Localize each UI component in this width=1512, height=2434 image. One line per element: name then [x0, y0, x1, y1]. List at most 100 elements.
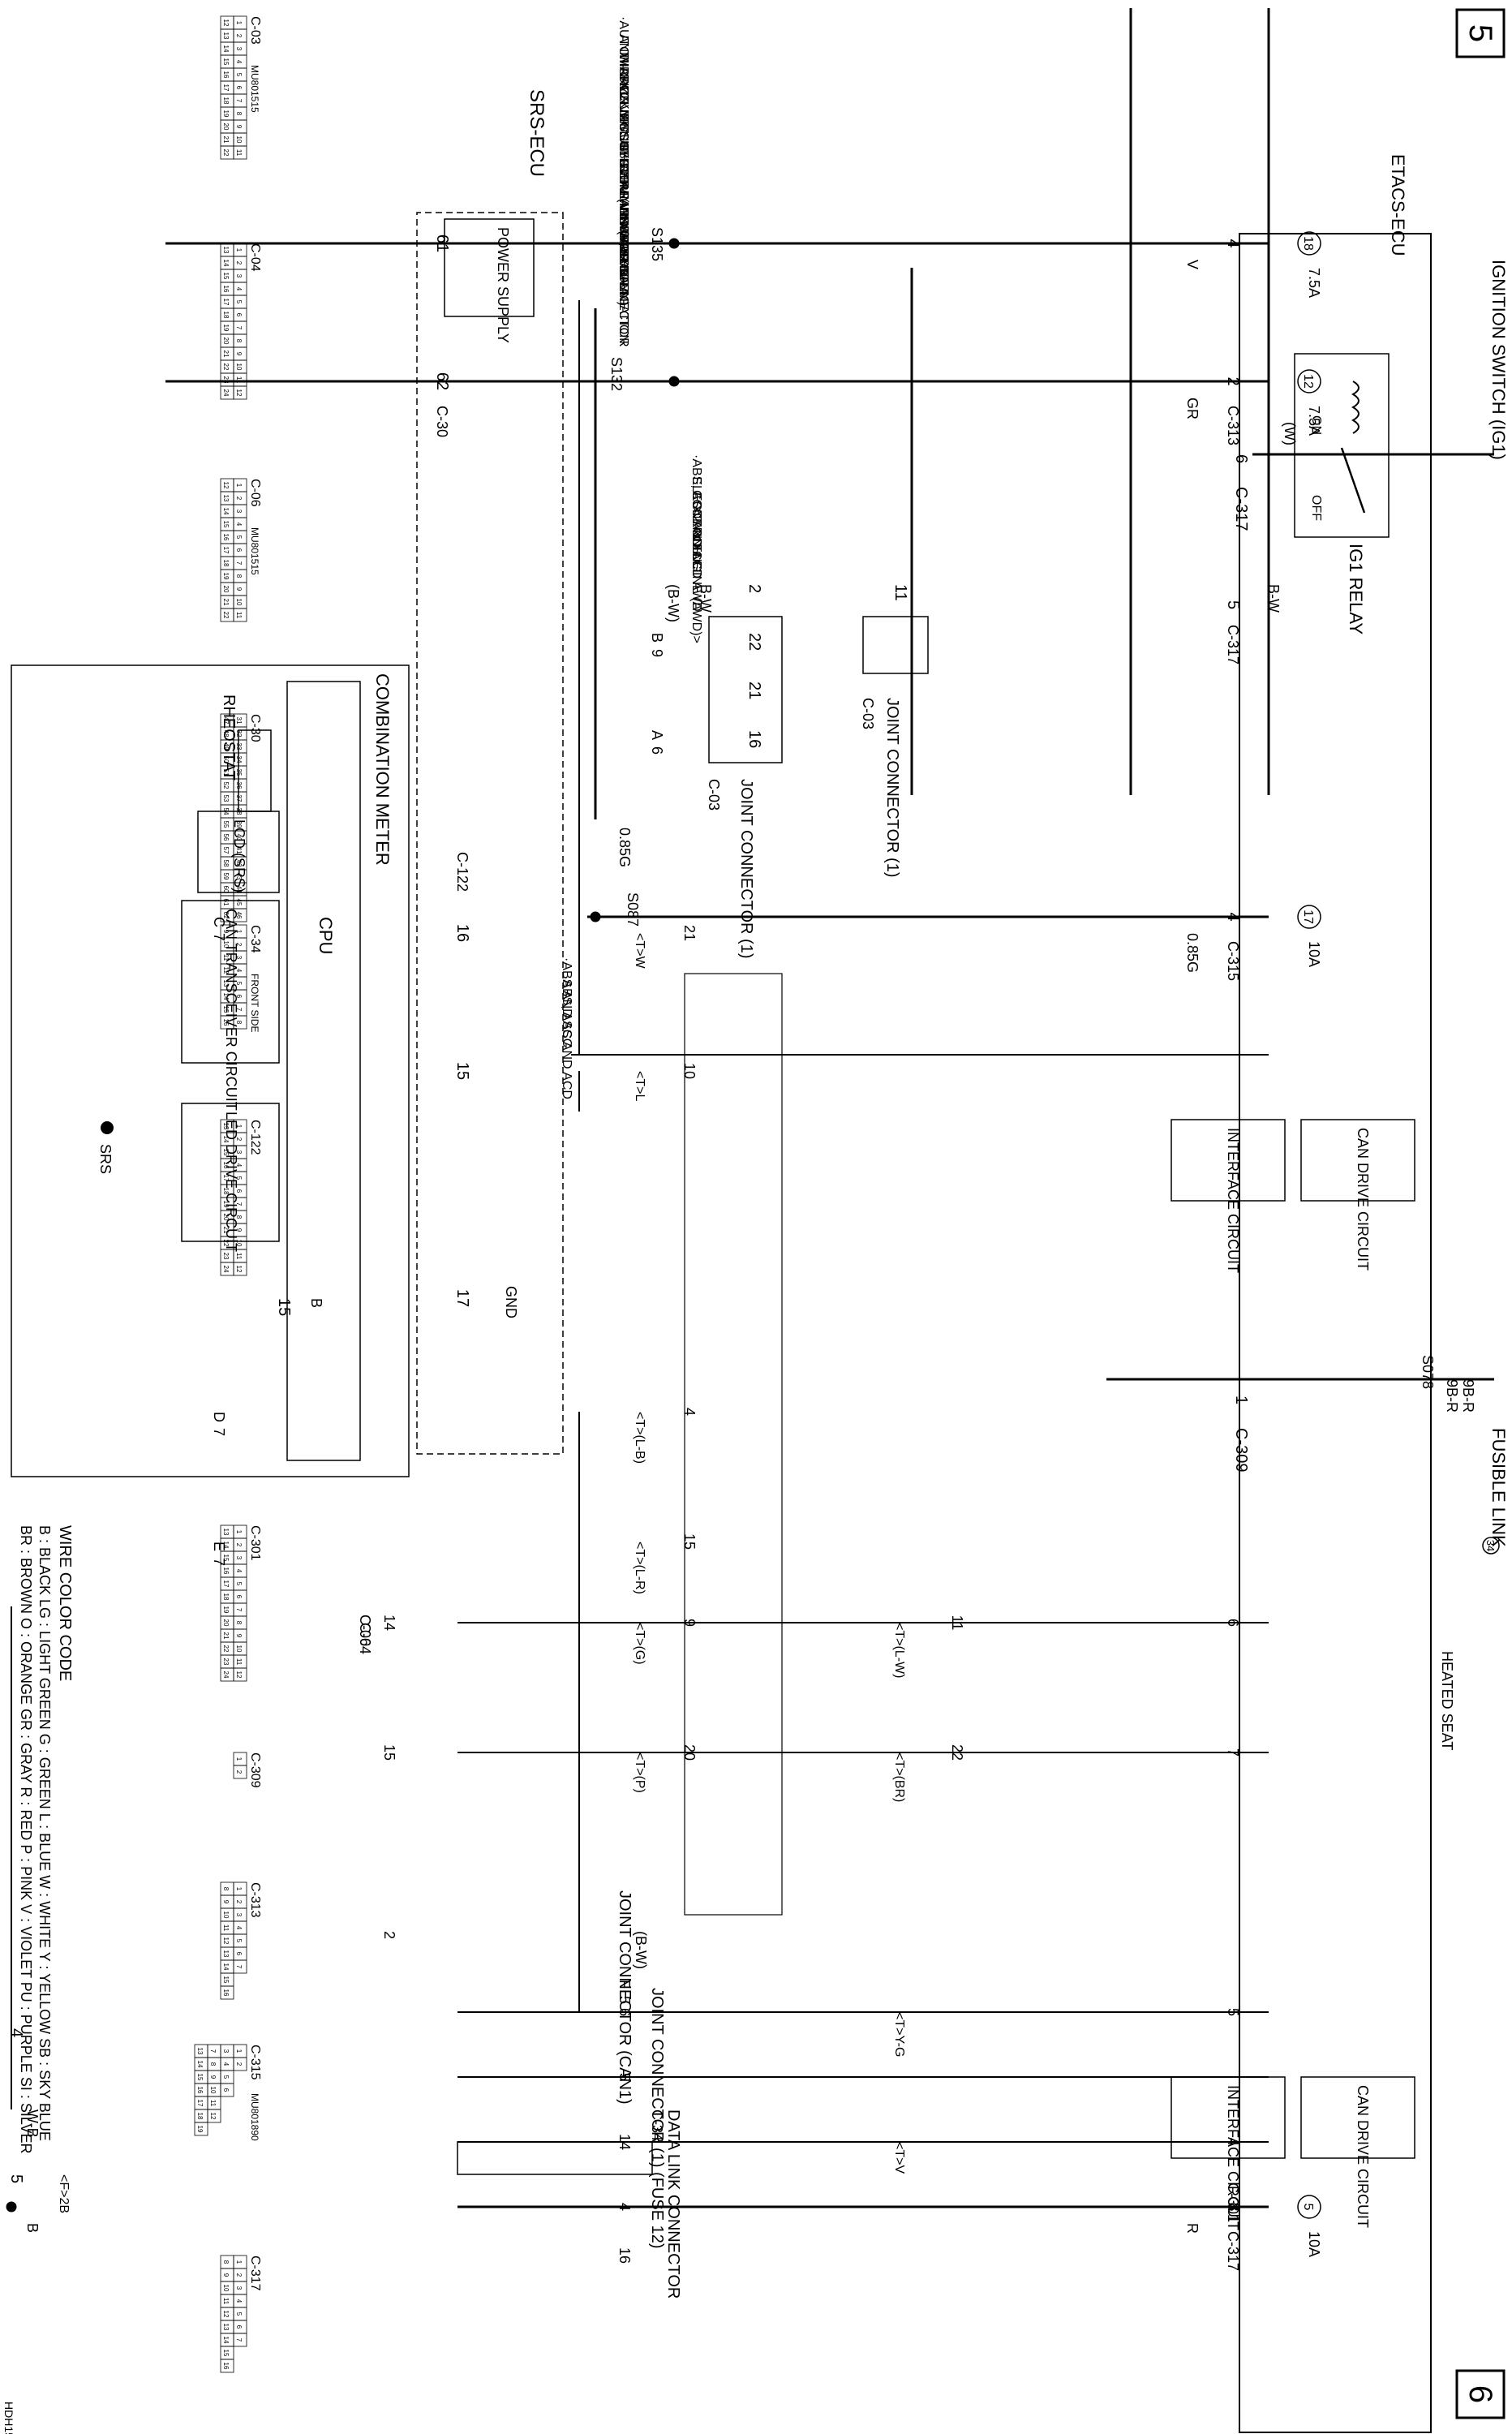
- srs-pin-17: 17: [453, 1289, 471, 1307]
- can-pin-p22: 22: [949, 1744, 965, 1761]
- branch-automatic-line: ·INVECS-III CVT: [616, 88, 630, 185]
- connector-face-pin: 9: [235, 352, 243, 356]
- connector-face-id: C-30: [248, 714, 262, 742]
- etacs-connector-c301: C-301: [1225, 2182, 1241, 2222]
- branch-automatic-line: (FOR NAVIGATION: [616, 230, 630, 344]
- connector-face-pin: 1: [235, 248, 243, 252]
- dlc-pin-pin6: 6: [616, 2008, 633, 2016]
- fusible-pin: 1: [1232, 1395, 1250, 1404]
- connector-face-pin: 3: [235, 274, 243, 278]
- connector-face-pin: 20: [222, 586, 230, 593]
- connector-face-pin: 22: [222, 1645, 230, 1653]
- can-pin-p9: 9: [681, 1619, 698, 1627]
- jc-c03-pin11: 11: [891, 584, 909, 601]
- connector-face-pin: 16: [222, 71, 230, 79]
- data-link-connector-label: DATA LINK CONNECTOR: [664, 2109, 682, 2299]
- branch-automatic-line: MIRROR: [616, 52, 630, 105]
- connector-face-pin: 14: [222, 1963, 230, 1971]
- connector-face-pin: 48: [222, 730, 230, 738]
- fusible-connector: C-309: [1232, 1428, 1250, 1472]
- connector-face-pin: 2: [235, 497, 243, 501]
- wire-color-code-line-2: BR : BROWN O : ORANGE GR : GRAY R : RED …: [18, 1525, 34, 2154]
- connector-face-pin: 15: [222, 1976, 230, 1984]
- connector-face-pin: 7: [235, 1202, 243, 1206]
- page-number-box-right: [1455, 2369, 1506, 2419]
- ignition-connector: C-317: [1232, 487, 1250, 531]
- connector-face-pin: 6: [235, 548, 243, 553]
- can-pin-p10: 10: [681, 1063, 698, 1079]
- connector-face-pin: 43: [235, 873, 243, 880]
- page-number-right: 6: [1463, 2385, 1498, 2403]
- connector-face-pin: 24: [222, 1266, 230, 1273]
- connector-face-part: FRONT SIDE: [249, 974, 260, 1032]
- connector-face-pin: 2: [235, 34, 243, 38]
- can-drive-label-2: CAN DRIVE CIRCUIT: [1355, 2085, 1371, 2228]
- connector-face-id: C-04: [248, 243, 262, 272]
- fuse-wire-color-5: R: [1184, 2223, 1201, 2234]
- connector-face-pin: 13: [222, 980, 230, 987]
- dlc-wire-b: B: [24, 2223, 41, 2233]
- connector-face-pin-cell: [220, 1985, 234, 2000]
- splice-s135: S135: [649, 227, 665, 261]
- connector-face-pin: 2: [235, 1900, 243, 1904]
- connector-face-pin: 5: [235, 535, 243, 540]
- etacs-can-pin-p7a: 7: [1225, 1748, 1241, 1757]
- interface-label-1: INTERFACE CIRCUIT: [1225, 1128, 1241, 1273]
- srs-pin-62: 62: [433, 372, 451, 390]
- dlc-pin-pin16: 16: [616, 2247, 633, 2264]
- connector-face-pin: 10: [235, 363, 243, 371]
- connector-face-pin: 45: [235, 899, 243, 906]
- connector-face-pin: 7: [235, 561, 243, 565]
- connector-face-pin: 17: [222, 1175, 230, 1182]
- can-wire-tlr: <T>(L-R): [633, 1542, 646, 1594]
- fusible-link-number: 34: [1484, 1540, 1497, 1551]
- can-drive-box-1: [1300, 1119, 1415, 1202]
- connector-face-pin: 1: [235, 2260, 243, 2264]
- etacs-can-pin-p4a: 4: [1225, 2138, 1241, 2146]
- connector-face-pin: 5: [235, 73, 243, 77]
- cmeter-connector-c04: C-04: [357, 1623, 373, 1654]
- connector-face-pin: 7: [235, 1965, 243, 1969]
- connector-face-pin: 5: [235, 1582, 243, 1586]
- dlc-pin-pin4: 4: [616, 2203, 633, 2211]
- wire-color-code-title: WIRE COLOR CODE: [56, 1525, 74, 1681]
- splice-s135-dot: [668, 238, 680, 249]
- connector-face-pin: 15: [222, 1006, 230, 1013]
- connector-face-pin: 62: [222, 912, 230, 919]
- ground-4: 4: [7, 2028, 25, 2037]
- connector-face-pin: 18: [222, 97, 230, 105]
- branch-abs-line: ·ELECTRONIC: [689, 472, 703, 560]
- fuse-pin-18: 4: [1224, 239, 1242, 247]
- etacs-pin5: 5: [1224, 600, 1242, 609]
- offpage-c-number: 7: [211, 933, 227, 941]
- ignition-pin: 6: [1232, 454, 1250, 463]
- jc-c03-pin2: 2: [745, 584, 763, 593]
- connector-face-pin: 4: [235, 1163, 243, 1168]
- connector-face-pin: 31: [235, 717, 243, 725]
- connector-face-pin: 6: [235, 1952, 243, 1956]
- branch-automatic-line: ·REAR WIPER: [616, 177, 630, 264]
- offpage-e: E: [211, 1542, 227, 1551]
- connector-face-pin: 5: [222, 2075, 230, 2079]
- connector-face-pin: 18: [222, 1593, 230, 1601]
- connector-face-pin: 39: [235, 821, 243, 828]
- connector-face-pin: 12: [222, 19, 230, 27]
- connector-face-pin: 20: [222, 123, 230, 131]
- connector-face-pin: 9: [235, 1228, 243, 1232]
- jc-c03-connector-a: C-03: [860, 698, 876, 729]
- connector-face-pin: 6: [235, 2325, 243, 2329]
- combination-meter-box: [11, 664, 410, 1477]
- etacs-ecu-box: [1239, 233, 1432, 2433]
- led-drive-label: LED DRIVE CIRCUIT: [223, 1112, 239, 1252]
- connector-face-pin: 11: [222, 954, 230, 961]
- connector-face-pin: 15: [222, 1555, 230, 1562]
- fuse-wire-color-17: 0.85G: [1184, 933, 1201, 973]
- connector-face-pin: 8: [235, 1021, 243, 1025]
- connector-face-pin: 9: [222, 1900, 230, 1904]
- can-pin-p21: 21: [681, 925, 698, 941]
- branch-abs-line: ·ABS, ASC AND ACD: [689, 454, 703, 578]
- can-wire-tg: <T>(G): [633, 1623, 646, 1665]
- connector-face-pin: 36: [235, 782, 243, 789]
- dlc-wire-wb: W-B: [24, 2109, 41, 2138]
